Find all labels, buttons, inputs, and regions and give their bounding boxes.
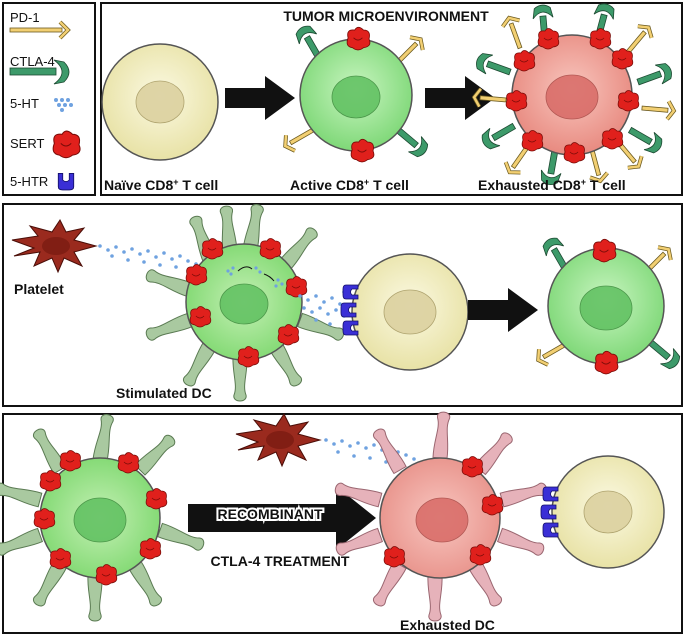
platelet xyxy=(11,219,98,274)
treatment-line1: RECOMBINANT xyxy=(218,506,323,522)
legend-label-5htr: 5-HTR xyxy=(10,174,48,189)
active-t-cell-2 xyxy=(531,234,684,375)
legend-label-5ht: 5-HT xyxy=(10,96,39,111)
legend-label-sert: SERT xyxy=(10,136,44,151)
naive-cell-label: Naïve CD8+ T cell xyxy=(104,177,218,193)
stimulated-dc-3 xyxy=(0,412,207,622)
pd1-receptor-icon xyxy=(9,20,71,40)
treatment-arrow xyxy=(188,486,376,550)
platelet-3 xyxy=(235,413,322,468)
exhausted-t-cell xyxy=(471,1,677,187)
stimulated-dc-label: Stimulated DC xyxy=(116,385,212,401)
treatment-line2: CTLA-4 TREATMENT xyxy=(211,553,350,569)
platelet-label: Platelet xyxy=(14,281,64,297)
serotonin-stream-1 xyxy=(98,244,198,269)
sert-transporter-icon xyxy=(52,130,81,159)
legend-box xyxy=(2,2,96,196)
5htr-receptor-icon xyxy=(57,172,75,191)
naive-t-cell xyxy=(101,43,219,161)
exhausted-cell-label: Exhausted CD8+ T cell xyxy=(478,177,626,193)
exhausted-dc-label: Exhausted DC xyxy=(400,617,495,633)
serotonin-dots-icon xyxy=(54,98,73,112)
stimulated-dc xyxy=(143,202,347,402)
legend: PD-1 CTLA-4 5-HT SERT 5-HTR xyxy=(9,10,81,191)
active-cell-label: Active CD8+ T cell xyxy=(290,177,409,193)
naive-t-cell-2 xyxy=(340,253,469,371)
arrow-tcell-activation xyxy=(468,288,538,332)
legend-label-ctla4: CTLA-4 xyxy=(10,54,55,69)
naive-t-cell-3 xyxy=(540,455,665,569)
arrow-naive-to-active xyxy=(225,76,295,120)
panel-title: TUMOR MICROENVIRONMENT xyxy=(283,8,489,24)
ctla4-receptor-icon xyxy=(9,59,70,85)
exhausted-dc xyxy=(333,411,549,622)
legend-label-pd1: PD-1 xyxy=(10,10,40,25)
active-t-cell xyxy=(278,22,432,163)
serotonin-stream-2 xyxy=(298,290,346,326)
